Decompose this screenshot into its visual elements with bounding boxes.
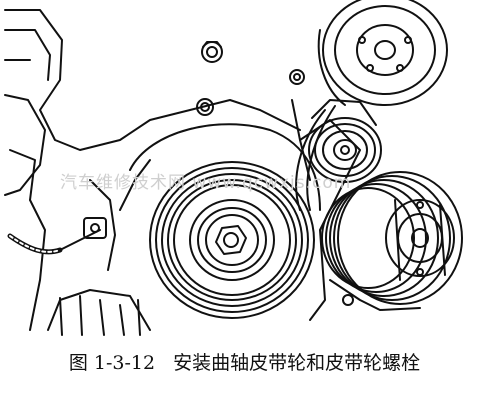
ac-compressor-pulley — [321, 171, 463, 305]
wiring-harness — [7, 217, 107, 255]
block-bolt-middle — [196, 98, 214, 116]
figure-title: 安装曲轴皮带轮和皮带轮螺栓 — [173, 352, 421, 374]
block-bolt-top — [201, 41, 223, 63]
crankshaft-pulley — [149, 161, 315, 319]
timing-cover — [129, 123, 321, 211]
engine-block — [4, 9, 301, 336]
block-bolt-right — [289, 69, 305, 85]
figure-caption: 图 1-3-12 安装曲轴皮带轮和皮带轮螺栓 — [0, 348, 489, 375]
drive-belt — [295, 109, 326, 211]
drive-belt-inner — [306, 105, 336, 211]
crankshaft-pulley-bolt — [215, 225, 247, 255]
engine-pulley-illustration — [4, 0, 463, 336]
bracket-edge — [291, 99, 311, 181]
belt-tensioner — [308, 99, 382, 183]
figure-number: 图 1-3-12 — [68, 352, 156, 374]
watermark: 汽车维修技术网 www.qcwxjs.com — [60, 173, 352, 193]
lower-mount — [329, 279, 421, 311]
upper-pulley — [317, 0, 448, 106]
